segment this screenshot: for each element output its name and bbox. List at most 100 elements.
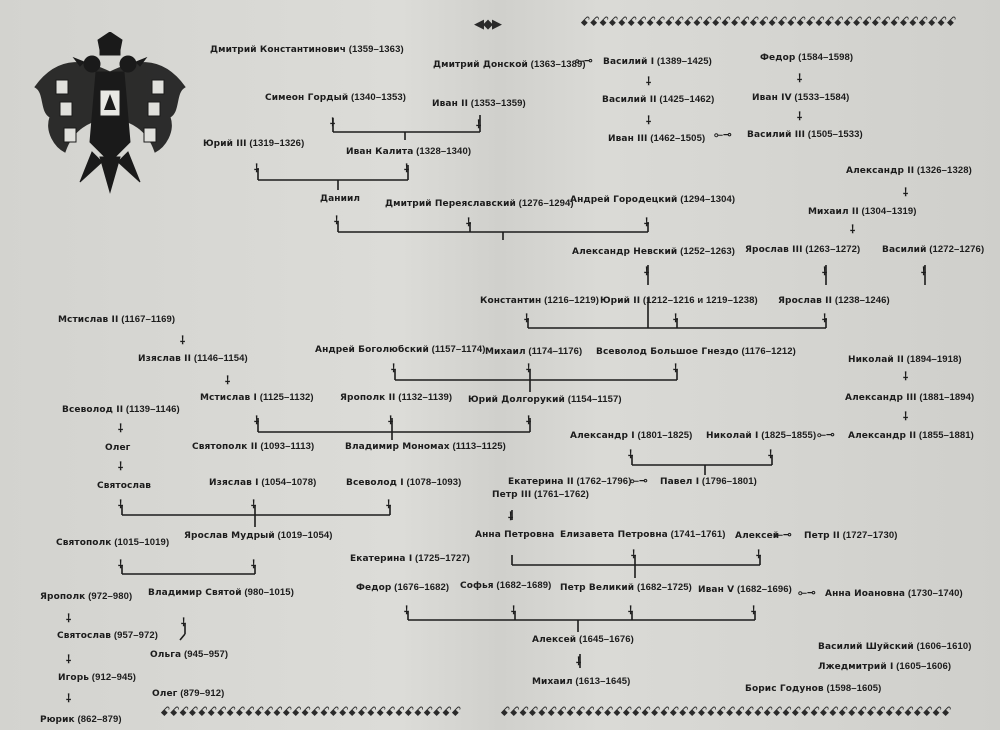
person-node-ale: Алексей bbox=[735, 530, 779, 542]
svg-text:⸸: ⸸ bbox=[646, 75, 651, 88]
person-node-kon: Константин (1216–1219) bbox=[480, 295, 599, 307]
person-name: Михаил bbox=[485, 347, 526, 357]
person-node-fe: Федор (1584–1598) bbox=[760, 52, 853, 64]
bottom-border-ornament-right: ꗃꗃꗃꗃꗃꗃꗃꗃꗃꗃꗃꗃꗃꗃꗃꗃꗃꗃꗃꗃꗃꗃꗃꗃꗃꗃꗃꗃꗃꗃꗃꗃꗃꗃꗃꗃꗃꗃꗃꗃ… bbox=[500, 704, 952, 719]
person-name: Симеон Гордый bbox=[265, 93, 349, 103]
svg-text:⸸: ⸸ bbox=[631, 548, 636, 561]
reign-dates: (1353–1359) bbox=[468, 98, 526, 109]
reign-dates: (972–980) bbox=[85, 591, 133, 602]
double-headed-eagle-emblem bbox=[34, 32, 186, 194]
person-node-v1: Василий I (1389–1425) bbox=[603, 56, 712, 68]
svg-text:⟜⊸: ⟜⊸ bbox=[630, 474, 648, 487]
person-name: Мстислав II bbox=[58, 315, 119, 325]
svg-text:⟜⊸: ⟜⊸ bbox=[798, 586, 816, 599]
person-node-vas: Василий (1272–1276) bbox=[882, 244, 984, 256]
svg-text:⸸: ⸸ bbox=[903, 410, 908, 423]
person-name: Всеволод I bbox=[346, 478, 404, 488]
reign-dates: (1682–1725) bbox=[634, 582, 692, 593]
person-name: Всеволод Большое Гнездо bbox=[596, 347, 739, 357]
reign-dates: (945–957) bbox=[181, 649, 229, 660]
person-node-vs1: Всеволод I (1078–1093) bbox=[346, 477, 461, 489]
person-node-vm: Владимир Мономах (1113–1125) bbox=[345, 441, 506, 453]
person-name: Лжедмитрий I bbox=[818, 662, 894, 672]
person-name: Александр Невский bbox=[572, 247, 678, 257]
reign-dates: (1093–1113) bbox=[257, 441, 315, 452]
person-node-iz2: Изяслав II (1146–1154) bbox=[138, 353, 248, 365]
reign-dates: (1682–1689) bbox=[493, 580, 552, 591]
reign-dates: (1894–1918) bbox=[903, 354, 962, 365]
svg-text:⸸: ⸸ bbox=[181, 616, 186, 629]
person-name: Изяслав II bbox=[138, 354, 192, 364]
reign-dates: (1727–1730) bbox=[839, 530, 898, 541]
person-name: Святополк bbox=[56, 538, 112, 548]
person-node-dp: Дмитрий Переяславский (1276–1294) bbox=[385, 198, 574, 210]
svg-text:⸸: ⸸ bbox=[225, 374, 230, 387]
reign-dates: (1125–1132) bbox=[257, 392, 314, 403]
svg-text:⟜⊸: ⟜⊸ bbox=[714, 128, 732, 141]
person-node-i3: Иван III (1462–1505) bbox=[608, 133, 705, 145]
person-node-p2: Петр II (1727–1730) bbox=[804, 530, 898, 542]
svg-text:⸸: ⸸ bbox=[797, 72, 802, 85]
bottom-border-ornament-left: ꗃꗃꗃꗃꗃꗃꗃꗃꗃꗃꗃꗃꗃꗃꗃꗃꗃꗃꗃꗃꗃꗃꗃꗃꗃꗃꗃꗃꗃꗃꗃꗃ bbox=[160, 704, 461, 719]
person-name: Ярослав Мудрый bbox=[184, 531, 275, 541]
svg-text:⸸: ⸸ bbox=[466, 216, 471, 229]
reign-dates: (862–879) bbox=[74, 714, 122, 725]
person-node-ab: Андрей Боголюбский (1157–1174) bbox=[315, 344, 486, 356]
person-name: Ярослав II bbox=[778, 296, 833, 306]
person-node-vsh: Василий Шуйский (1606–1610) bbox=[818, 641, 971, 653]
person-node-ig: Игорь (912–945) bbox=[58, 672, 136, 684]
person-name: Ярополк bbox=[40, 592, 86, 602]
svg-text:⸸: ⸸ bbox=[524, 312, 529, 325]
svg-text:⸸: ⸸ bbox=[391, 362, 396, 375]
person-node-ym: Ярослав Мудрый (1019–1054) bbox=[184, 530, 332, 542]
person-node-mi: Михаил (1174–1176) bbox=[485, 346, 582, 358]
reign-dates: (1584–1598) bbox=[795, 52, 854, 63]
reign-dates: (1676–1682) bbox=[391, 582, 450, 593]
person-node-a1: Александр I (1801–1825) bbox=[570, 430, 692, 442]
person-node-m2: Михаил II (1304–1319) bbox=[808, 206, 917, 218]
svg-text:⸸: ⸸ bbox=[118, 558, 123, 571]
person-node-p1: Павел I (1796–1801) bbox=[660, 476, 757, 488]
top-ornament: ◀◆▶ bbox=[474, 16, 502, 31]
person-name: Андрей Городецкий bbox=[570, 195, 678, 205]
person-name: Василий II bbox=[602, 95, 657, 105]
svg-text:⸸: ⸸ bbox=[66, 692, 71, 705]
reign-dates: (1319–1326) bbox=[246, 138, 305, 149]
person-node-fd: Федор (1676–1682) bbox=[356, 582, 449, 594]
svg-text:⸸: ⸸ bbox=[850, 223, 855, 236]
svg-text:⸸: ⸸ bbox=[118, 460, 123, 473]
person-node-ni2: Николай II (1894–1918) bbox=[848, 354, 962, 366]
person-node-mih: Михаил (1613–1645) bbox=[532, 676, 630, 688]
person-node-ep: Елизавета Петровна (1741–1761) bbox=[560, 529, 726, 541]
person-node-izy: Изяслав I (1054–1078) bbox=[209, 477, 316, 489]
person-name: Дмитрий Донской bbox=[433, 60, 528, 70]
svg-text:⸸: ⸸ bbox=[404, 604, 409, 617]
person-node-v3: Василий III (1505–1533) bbox=[747, 129, 863, 141]
reign-dates: (1146–1154) bbox=[191, 353, 248, 364]
reign-dates: (1645–1676) bbox=[576, 634, 634, 645]
person-name: Святополк II bbox=[192, 442, 258, 452]
svg-text:⸸: ⸸ bbox=[526, 414, 531, 427]
person-node-i4: Иван IV (1533–1584) bbox=[752, 92, 849, 104]
svg-text:⸸: ⸸ bbox=[644, 265, 649, 278]
person-name: Юрий II bbox=[600, 296, 641, 306]
reign-dates: (1238–1246) bbox=[832, 295, 890, 306]
reign-dates: (1154–1157) bbox=[564, 394, 622, 405]
reign-dates: (980–1015) bbox=[241, 587, 294, 598]
person-name: Дмитрий Переяславский bbox=[385, 199, 516, 209]
reign-dates: (1881–1894) bbox=[916, 392, 975, 403]
reign-dates: (1304–1319) bbox=[858, 206, 917, 217]
reign-dates: (1762–1796) bbox=[573, 476, 632, 487]
person-node-ru: Рюрик (862–879) bbox=[40, 714, 122, 726]
person-node-n1: Николай I (1825–1855) bbox=[706, 430, 816, 442]
svg-text:⸸: ⸸ bbox=[768, 448, 773, 461]
person-name: Игорь bbox=[58, 673, 90, 683]
svg-text:⸸: ⸸ bbox=[673, 312, 678, 325]
person-node-e1: Екатерина I (1725–1727) bbox=[350, 553, 470, 565]
person-node-al: Алексей (1645–1676) bbox=[532, 634, 634, 646]
svg-text:⸸: ⸸ bbox=[388, 414, 393, 427]
reign-dates: (1294–1304) bbox=[677, 194, 736, 205]
svg-text:⸸: ⸸ bbox=[254, 414, 259, 427]
svg-text:⸸: ⸸ bbox=[254, 162, 259, 175]
reign-dates: (1533–1584) bbox=[791, 92, 850, 103]
